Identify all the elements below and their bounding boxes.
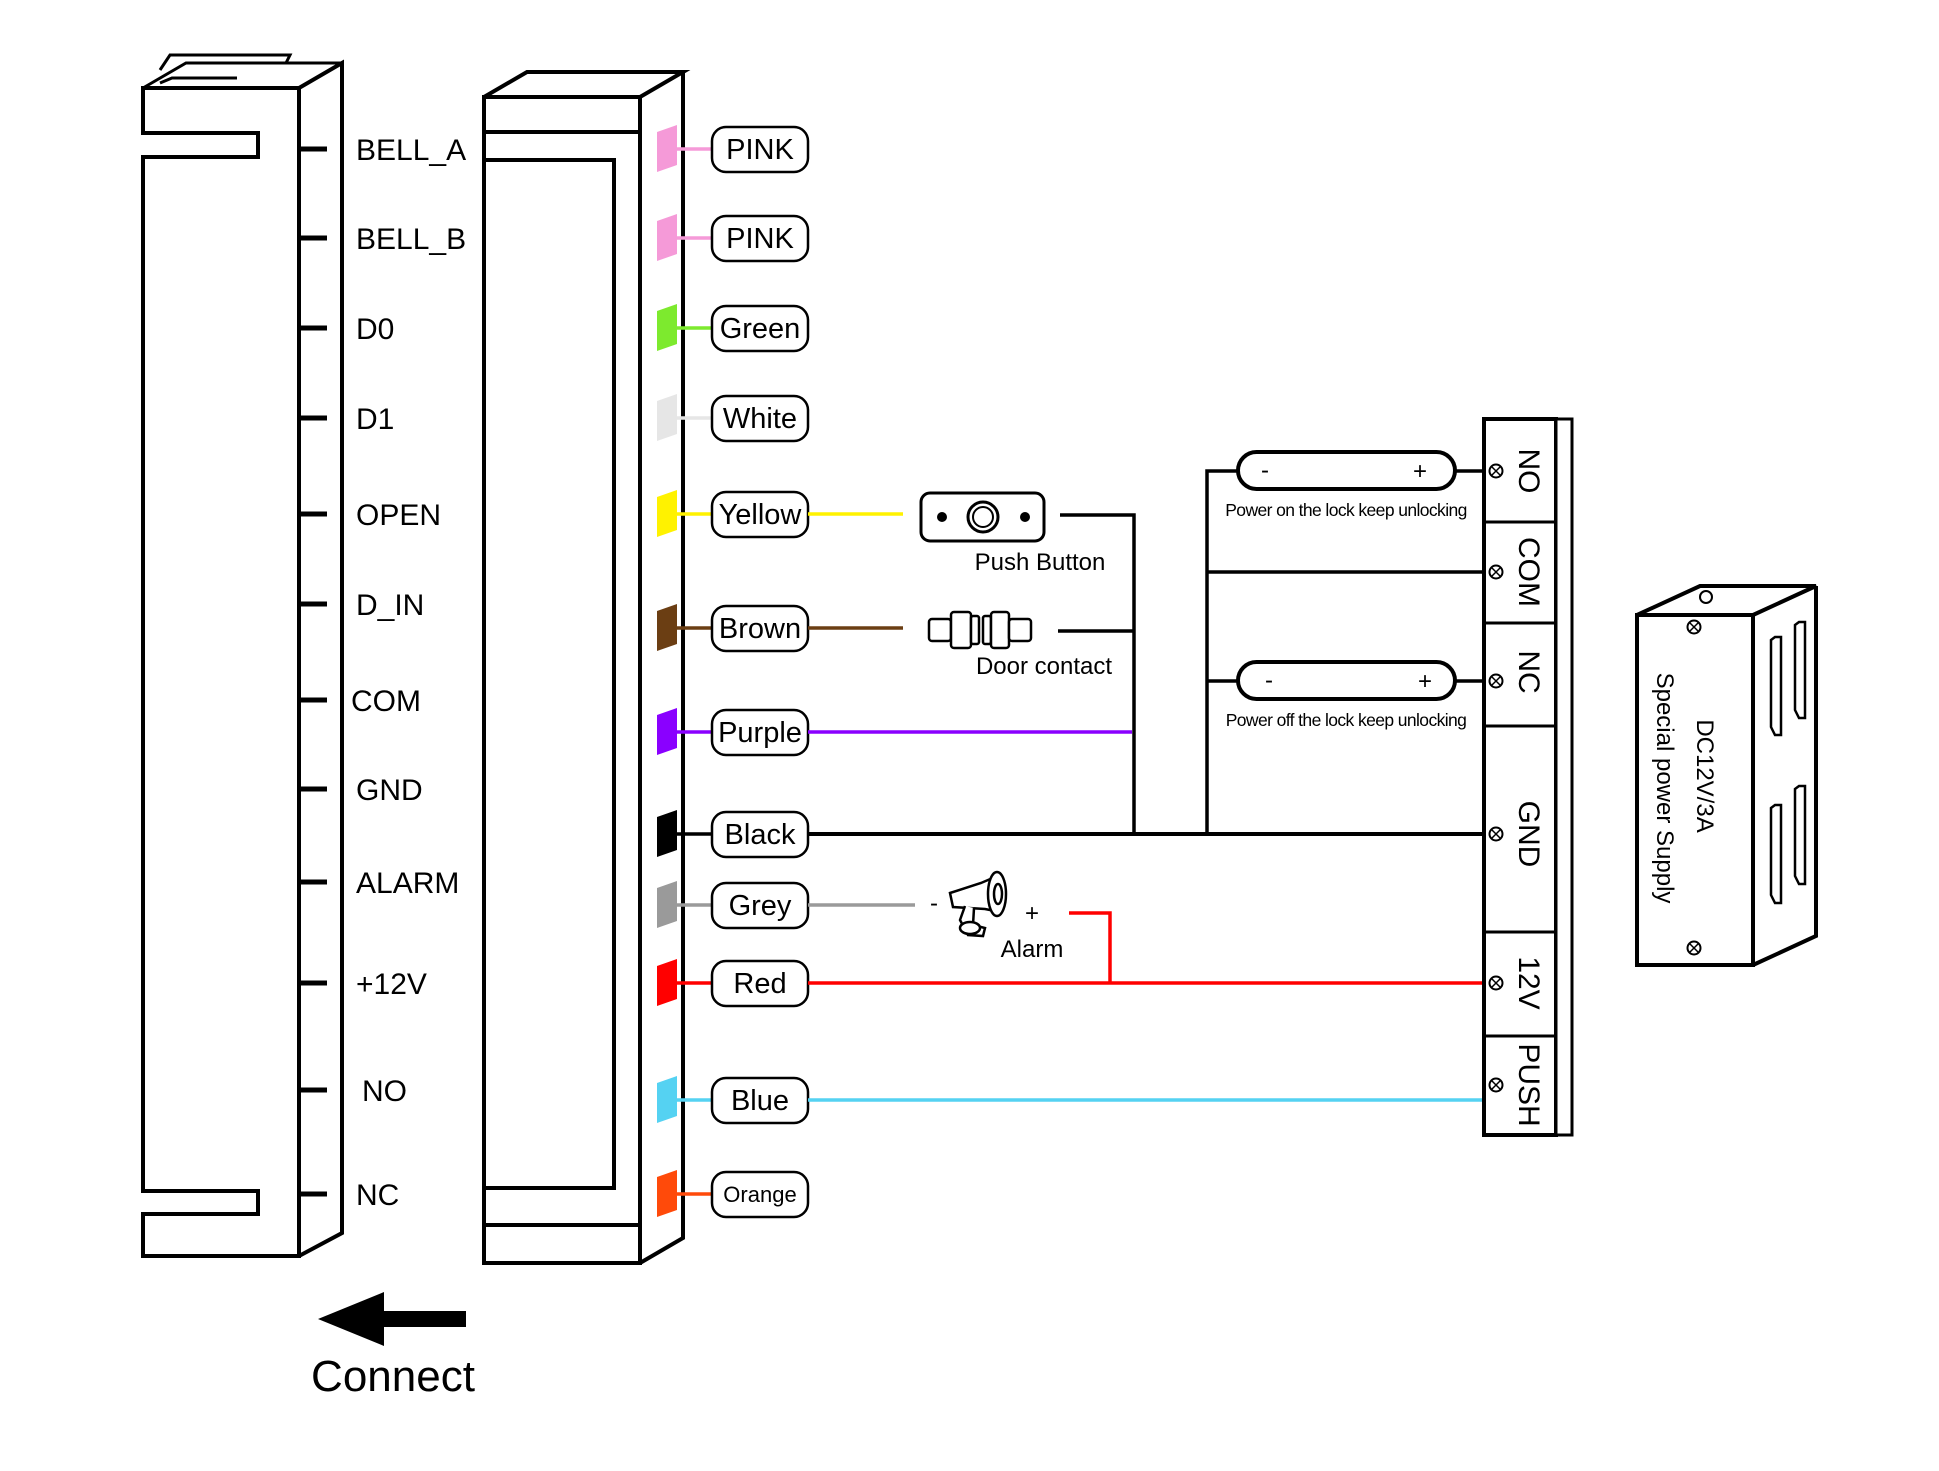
wire-color-label: Purple bbox=[718, 717, 802, 749]
terminal-block: NO COM NC GND 12V PUSH bbox=[1482, 417, 1574, 1137]
reader-pin-label: OPEN bbox=[356, 499, 441, 532]
door-contact-icon bbox=[927, 610, 1033, 650]
wire-label-pill bbox=[710, 304, 810, 353]
vent-slot-icon bbox=[1769, 620, 1807, 905]
screw-icon bbox=[1020, 512, 1030, 522]
wire-color-label: White bbox=[723, 403, 797, 435]
terminal-label: GND bbox=[1512, 801, 1545, 868]
wire-color-label: PINK bbox=[726, 134, 794, 166]
connect-indicator: Connect bbox=[311, 1292, 475, 1401]
reader-pin-label: D0 bbox=[356, 313, 394, 346]
wire-color-label: Grey bbox=[729, 890, 792, 922]
reader-pin-label: +12V bbox=[356, 968, 427, 1001]
wire-stub bbox=[657, 304, 677, 351]
reader-pin-label: ALARM bbox=[356, 867, 459, 900]
reader-pin-label: GND bbox=[356, 774, 423, 807]
wire-color-label: Green bbox=[720, 313, 801, 345]
lock1-minus-sign: - bbox=[1261, 457, 1269, 484]
terminal-label: NC bbox=[1512, 650, 1545, 693]
terminal-label: 12V bbox=[1512, 956, 1545, 1009]
reader-pin-label: NO bbox=[362, 1075, 407, 1108]
power-supply-box: DC12V/3A Special power Supply bbox=[1635, 584, 1818, 967]
screw-icon bbox=[1699, 590, 1713, 604]
reader-pin-ticks bbox=[299, 146, 327, 1197]
screw-icon bbox=[1686, 940, 1702, 956]
wire-label-pill bbox=[710, 394, 810, 443]
wire-stub bbox=[657, 394, 677, 441]
terminal-screw-icon bbox=[1488, 564, 1504, 580]
alarm-label: Alarm bbox=[1001, 936, 1064, 963]
lock2-caption: Power off the lock keep unlocking bbox=[1226, 710, 1467, 730]
lock1-plus-sign: + bbox=[1413, 458, 1427, 485]
door-contact-label: Door contact bbox=[976, 653, 1112, 680]
terminal-label: NO bbox=[1512, 449, 1545, 494]
red-alarm-wire bbox=[1069, 911, 1112, 983]
reader-pin-label: D_IN bbox=[356, 589, 424, 622]
terminal-screw-icon bbox=[1488, 826, 1504, 842]
lock1-wire bbox=[1205, 469, 1240, 834]
alarm-plus-sign: + bbox=[1025, 900, 1039, 927]
wire-color-label: Blue bbox=[731, 1085, 789, 1117]
wire-color-stubs bbox=[657, 125, 712, 1217]
wire-stub bbox=[657, 959, 677, 1006]
wire-stub bbox=[657, 1076, 677, 1123]
wire-color-label: Red bbox=[733, 968, 786, 1000]
terminal-screw-icon bbox=[1488, 975, 1504, 991]
reader-pin-label: NC bbox=[356, 1179, 399, 1212]
psu-rating-label: DC12V/3A bbox=[1691, 719, 1718, 832]
reader-pin-label: BELL_B bbox=[356, 223, 466, 256]
wire-label-pill bbox=[710, 125, 810, 174]
lock2-minus-sign: - bbox=[1265, 667, 1273, 694]
reader-pin-label: D1 bbox=[356, 403, 394, 436]
wire-color-label: Black bbox=[725, 819, 796, 851]
siren-icon bbox=[948, 870, 1008, 938]
mounting-bracket bbox=[141, 53, 344, 1258]
left-arrow-icon bbox=[318, 1292, 466, 1346]
wire-stub bbox=[657, 604, 677, 651]
terminal-screw-icon bbox=[1488, 1077, 1504, 1093]
screw-icon bbox=[937, 512, 947, 522]
wire-color-label: Yellow bbox=[719, 499, 803, 531]
wire-stub bbox=[657, 214, 677, 261]
wire-color-labels: PINK PINK GreenWhiteYellowBrownPurpleBlack… bbox=[710, 125, 810, 1219]
lock-power-off-unlock: - + Power off the lock keep unlocking bbox=[1226, 660, 1467, 730]
push-button-label: Push Button bbox=[975, 549, 1106, 576]
wire-label-pill bbox=[710, 1170, 810, 1219]
terminal-screw-icon bbox=[1488, 463, 1504, 479]
reader-pin-label: COM bbox=[351, 685, 421, 718]
wire-stub bbox=[657, 490, 677, 537]
screw-icon bbox=[1686, 619, 1702, 635]
terminal-screw-icon bbox=[1488, 673, 1504, 689]
wire-color-label: Orange bbox=[723, 1182, 796, 1207]
wire-stub bbox=[657, 1170, 677, 1217]
card-reader-body bbox=[482, 70, 691, 1265]
psu-description-label: Special power Supply bbox=[1651, 673, 1678, 904]
wire-stub bbox=[657, 125, 677, 172]
lock1-caption: Power on the lock keep unlocking bbox=[1225, 500, 1467, 520]
terminal-label: COM bbox=[1512, 537, 1545, 607]
wire-stub bbox=[657, 810, 677, 857]
door-contact-device: Door contact bbox=[927, 610, 1112, 680]
lock2-plus-sign: + bbox=[1418, 668, 1432, 695]
lock-power-on-unlock: - + Power on the lock keep unlocking bbox=[1225, 450, 1467, 520]
push-button-return-wire bbox=[1060, 513, 1136, 834]
wire-color-label: PINK bbox=[726, 223, 794, 255]
terminal-label: PUSH bbox=[1512, 1043, 1545, 1126]
reader-pin-label: BELL_A bbox=[356, 134, 466, 167]
wire-stub bbox=[657, 881, 677, 928]
connect-label: Connect bbox=[311, 1352, 475, 1401]
alarm-device: - + Alarm bbox=[930, 870, 1064, 963]
alarm-minus-sign: - bbox=[930, 890, 938, 917]
connection-wires bbox=[808, 469, 1488, 1102]
wire-color-label: Brown bbox=[719, 613, 801, 645]
push-button-device: Push Button bbox=[919, 491, 1106, 576]
wire-stub bbox=[657, 708, 677, 755]
wire-label-pill bbox=[710, 214, 810, 263]
